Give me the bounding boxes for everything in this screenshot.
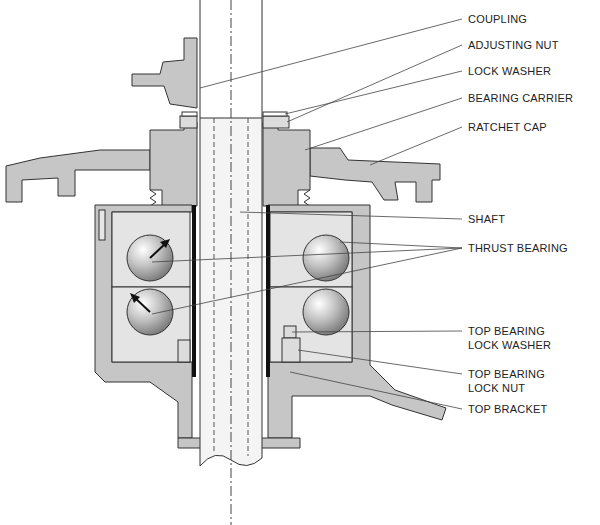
part-label: THRUST BEARING bbox=[468, 241, 568, 255]
leader-line bbox=[285, 71, 462, 114]
leader-line bbox=[305, 98, 462, 150]
adjusting-nut bbox=[263, 116, 289, 128]
bearing-carrier bbox=[150, 122, 197, 206]
lock-nut bbox=[178, 340, 190, 362]
leader-line bbox=[152, 248, 462, 314]
part-label: SHAFT bbox=[468, 212, 505, 226]
sleeve bbox=[266, 205, 270, 377]
part-label: ADJUSTING NUT bbox=[468, 38, 559, 52]
leader-line bbox=[340, 242, 462, 248]
bearing-carrier bbox=[263, 122, 310, 206]
part-label: COUPLING bbox=[468, 12, 527, 26]
top-bracket bbox=[268, 205, 446, 438]
bearing-race bbox=[270, 212, 352, 287]
part-label: TOP BEARING LOCK WASHER bbox=[468, 324, 560, 352]
lock-washer bbox=[263, 112, 287, 116]
part-label: LOCK WASHER bbox=[468, 64, 551, 78]
bearing-ball bbox=[127, 235, 173, 281]
leader-line bbox=[200, 19, 462, 88]
lock-washer bbox=[182, 112, 197, 116]
leader-line bbox=[287, 45, 462, 122]
shaft-edge bbox=[262, 0, 263, 118]
leader-line bbox=[292, 331, 462, 332]
load-arrow bbox=[130, 293, 140, 303]
bearing-race bbox=[112, 212, 190, 287]
part-label: RATCHET CAP bbox=[468, 120, 547, 134]
leader-line bbox=[370, 127, 462, 165]
center-line bbox=[231, 0, 232, 525]
coupling bbox=[132, 38, 197, 108]
ratchet-cap bbox=[6, 150, 150, 202]
part-label: TOP BRACKET bbox=[468, 402, 547, 416]
bearing-race bbox=[112, 287, 190, 362]
lock-nut bbox=[282, 338, 300, 362]
bearing-ball bbox=[127, 289, 173, 335]
leader-line bbox=[290, 372, 462, 409]
bearing-race bbox=[270, 287, 352, 362]
shaft-edge bbox=[200, 0, 201, 118]
hidden-line bbox=[214, 118, 215, 454]
leader-line bbox=[152, 248, 462, 262]
sleeve bbox=[192, 205, 196, 377]
retaining-pin bbox=[99, 210, 105, 240]
leader-line bbox=[240, 212, 462, 219]
leader-lines bbox=[152, 19, 462, 409]
leader-line bbox=[298, 350, 462, 374]
part-label: BEARING CARRIER bbox=[468, 91, 573, 105]
top-bracket bbox=[95, 205, 192, 438]
adjusting-nut bbox=[180, 116, 197, 128]
ratchet-cap bbox=[310, 148, 440, 202]
load-arrow bbox=[160, 239, 170, 248]
hidden-line bbox=[248, 118, 249, 456]
bearing-ball bbox=[303, 289, 349, 335]
part-label: TOP BEARING LOCK NUT bbox=[468, 367, 560, 395]
